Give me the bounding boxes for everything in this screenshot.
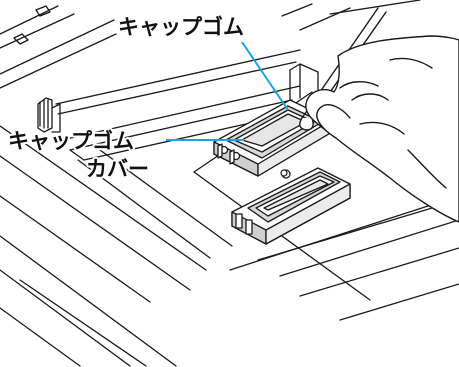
label-cap-rubber: キャップゴム (118, 15, 244, 39)
label-cap-rubber-cover-line1: キャップゴム (8, 129, 134, 153)
label-cap-rubber-cover-line2: カバー (86, 157, 149, 181)
cap-rubber-assembly-lower (231, 167, 351, 245)
screw-dot (280, 169, 288, 177)
gloved-hand (305, 35, 459, 223)
leader-line-cap-rubber (241, 41, 289, 111)
leader-lines (166, 41, 289, 141)
